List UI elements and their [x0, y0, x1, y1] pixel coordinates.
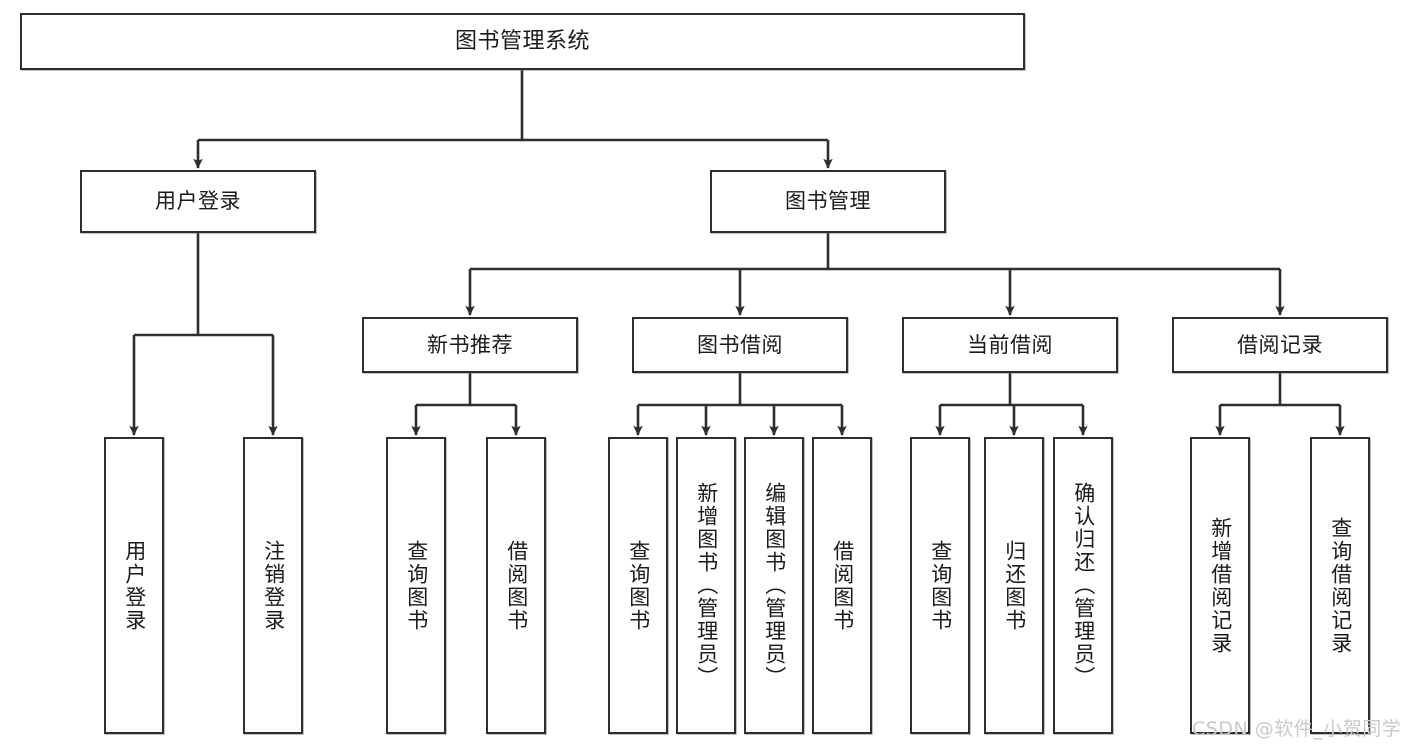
node-leaf-add-record-label: 新增借阅记录 [1208, 516, 1233, 655]
node-leaf-query-book-1[interactable]: 查询图书 [386, 437, 446, 734]
node-leaf-edit-book-label: 编辑图书（管理员） [762, 482, 787, 689]
node-root[interactable]: 图书管理系统 [20, 13, 1025, 70]
node-leaf-borrow-book-1[interactable]: 借阅图书 [486, 437, 546, 734]
node-leaf-query-record-label: 查询借阅记录 [1328, 516, 1353, 655]
node-leaf-confirm-return-label: 确认归还（管理员） [1071, 482, 1096, 689]
node-leaf-borrow-book-2-label: 借阅图书 [830, 539, 855, 632]
node-leaf-add-book[interactable]: 新增图书（管理员） [676, 437, 736, 734]
node-borrow-record[interactable]: 借阅记录 [1172, 317, 1388, 373]
node-user-login[interactable]: 用户登录 [80, 170, 316, 233]
node-new-book-recommend-label: 新书推荐 [427, 332, 513, 357]
node-leaf-user-logout-label: 注销登录 [261, 539, 286, 632]
node-leaf-confirm-return[interactable]: 确认归还（管理员） [1053, 437, 1113, 734]
node-leaf-user-logout[interactable]: 注销登录 [243, 437, 303, 734]
node-leaf-borrow-book-2[interactable]: 借阅图书 [812, 437, 872, 734]
node-book-borrow-label: 图书借阅 [697, 332, 783, 357]
node-current-borrow[interactable]: 当前借阅 [902, 317, 1118, 373]
node-leaf-query-book-2[interactable]: 查询图书 [608, 437, 668, 734]
node-leaf-return-book[interactable]: 归还图书 [984, 437, 1044, 734]
node-user-login-label: 用户登录 [155, 189, 241, 214]
node-leaf-query-record[interactable]: 查询借阅记录 [1310, 437, 1370, 734]
node-leaf-borrow-book-1-label: 借阅图书 [504, 539, 529, 632]
node-book-manage[interactable]: 图书管理 [710, 170, 946, 233]
node-new-book-recommend[interactable]: 新书推荐 [362, 317, 578, 373]
node-leaf-query-book-3-label: 查询图书 [928, 539, 953, 632]
node-borrow-record-label: 借阅记录 [1237, 332, 1323, 357]
csdn-watermark: CSDN @软件_小贺同学 [1192, 718, 1402, 740]
node-leaf-add-book-label: 新增图书（管理员） [694, 482, 719, 689]
node-leaf-add-record[interactable]: 新增借阅记录 [1190, 437, 1250, 734]
node-root-label: 图书管理系统 [454, 28, 590, 54]
node-leaf-query-book-1-label: 查询图书 [404, 539, 429, 632]
node-leaf-user-login[interactable]: 用户登录 [104, 437, 164, 734]
node-leaf-query-book-2-label: 查询图书 [626, 539, 651, 632]
node-book-manage-label: 图书管理 [785, 189, 871, 214]
node-leaf-edit-book[interactable]: 编辑图书（管理员） [744, 437, 804, 734]
node-leaf-user-login-label: 用户登录 [122, 539, 147, 632]
node-leaf-return-book-label: 归还图书 [1002, 539, 1027, 632]
node-book-borrow[interactable]: 图书借阅 [632, 317, 848, 373]
node-leaf-query-book-3[interactable]: 查询图书 [910, 437, 970, 734]
node-current-borrow-label: 当前借阅 [967, 332, 1053, 357]
